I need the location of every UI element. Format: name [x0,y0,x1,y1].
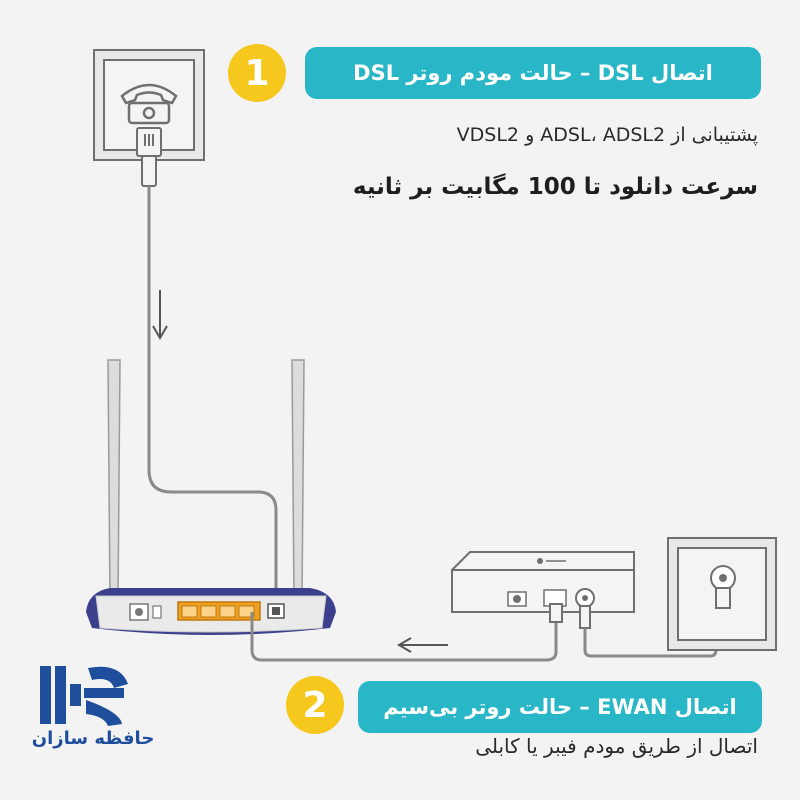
wireless-router [86,588,336,635]
phone-cable-plug [136,127,162,187]
ewan-caption: اتصال از طریق مودم فیبر یا کابلی [475,734,758,758]
dsl-cable [147,186,278,608]
company-logo-mark [40,666,128,726]
company-logo-text: حافظه سازان [31,728,155,749]
telephone-icon [120,83,178,125]
dsl-support-caption: پشتیبانی از ADSL، ADSL2 و VDSL2 [456,124,758,146]
step-1-badge: 1 [228,44,286,102]
dsl-speed-caption: سرعت دانلود تا 100 مگابیت بر ثانیه [352,174,758,200]
down-arrow-icon [152,290,168,340]
cable-modem [451,551,635,613]
coax-cable [583,590,718,658]
dsl-mode-title: اتصال DSL – حالت مودم روتر DSL [305,47,761,99]
ethernet-plug [549,603,563,623]
ewan-mode-title: اتصال EWAN – حالت روتر بی‌سیم [358,681,762,733]
router-antenna-right [291,359,305,601]
step-2-badge: 2 [286,676,344,734]
coax-plug [579,605,591,629]
router-antenna-left [107,359,121,601]
wall-coax-outlet [667,537,777,651]
left-arrow-icon [397,637,448,653]
ewan-cable [250,612,558,662]
